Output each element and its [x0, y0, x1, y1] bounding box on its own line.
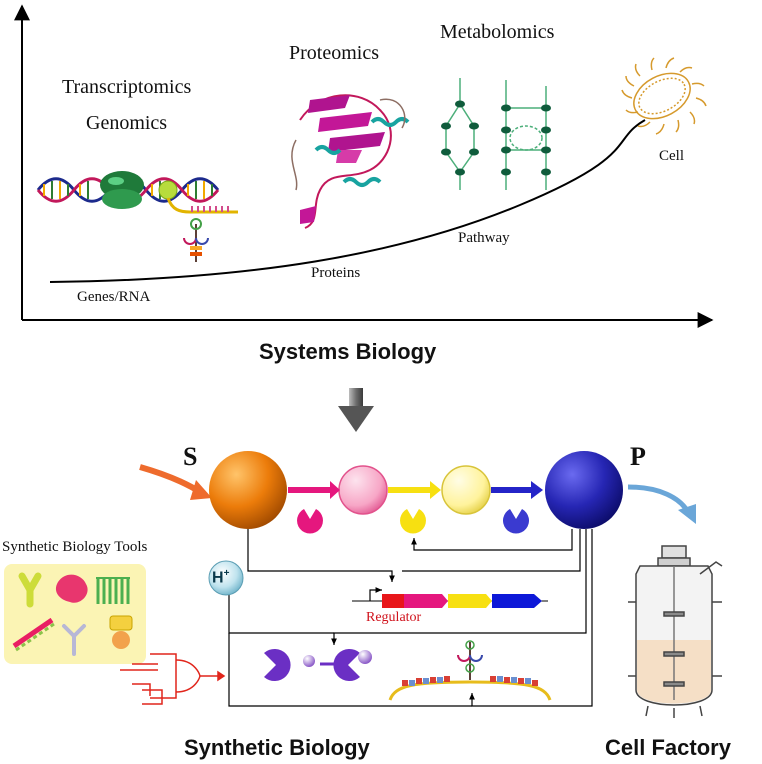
antibody-icon [18, 572, 42, 608]
gene-construct [352, 587, 548, 608]
level-metabolomics: Metabolomics [440, 21, 555, 43]
pathway-node-3 [441, 465, 491, 515]
bioreactor-icon [628, 545, 723, 718]
synthetic-biology-tools-box [4, 564, 146, 664]
substrate-label: S [183, 442, 198, 471]
proton-sphere [208, 560, 244, 596]
protein-blob-icon [55, 574, 88, 603]
pathway-node-substrate [209, 451, 287, 529]
down-arrow-icon [338, 388, 374, 432]
caption-systems-biology: Systems Biology [259, 339, 437, 364]
metabolic-pathway-graphic [441, 78, 551, 190]
product-label: P [630, 442, 646, 471]
antibody-y-icon [62, 624, 86, 656]
pathway-node-2 [338, 465, 388, 515]
allosteric-switch-graphic [264, 649, 372, 681]
caption-synthetic-biology: Synthetic Biology [184, 735, 370, 760]
dna-tool-icon [12, 617, 55, 652]
dna-helix-graphic [36, 171, 238, 214]
curve-label-genes-rna: Genes/RNA [77, 289, 151, 305]
enzyme-icons [297, 509, 529, 534]
mrna-riboswitch-graphic [388, 640, 552, 701]
systems-biology-axes [14, 4, 714, 328]
level-genomics: Genomics [86, 112, 168, 134]
regulatory-network-lines [228, 529, 593, 707]
regulator-label: Regulator [366, 610, 422, 625]
tools-title: Synthetic Biology Tools [2, 539, 148, 555]
riboswitch-graphic [183, 218, 209, 262]
systems-biology-curve [49, 119, 646, 283]
pathway-arrows [288, 481, 543, 499]
cell-graphic [621, 57, 707, 135]
pathway-node-product [545, 451, 623, 529]
channel-protein-icon [109, 615, 133, 649]
curve-label-pathway: Pathway [458, 230, 510, 246]
membrane-protein-icon [96, 577, 130, 604]
logic-gate-circuit [120, 653, 226, 705]
protein-structure-graphic [291, 94, 410, 229]
caption-cell-factory: Cell Factory [605, 735, 731, 760]
curve-label-proteins: Proteins [311, 265, 361, 281]
proton-label: H+ [212, 568, 230, 587]
level-transcriptomics: Transcriptomics [62, 76, 192, 98]
level-proteomics: Proteomics [289, 42, 379, 64]
curve-label-cell: Cell [659, 148, 684, 164]
product-arrow [627, 484, 691, 514]
